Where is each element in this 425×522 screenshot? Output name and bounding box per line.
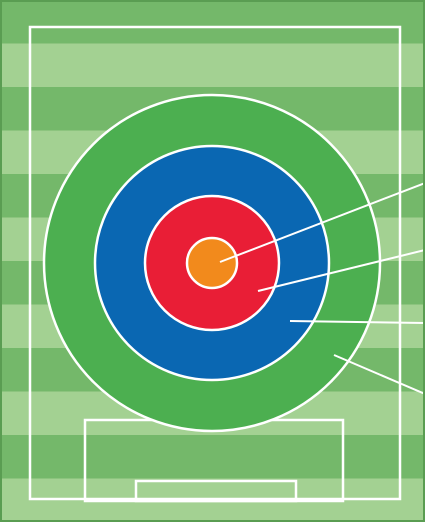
- pitch-stripe: [0, 435, 425, 479]
- pitch-stripe: [0, 44, 425, 88]
- target-ring-center: [187, 238, 237, 288]
- pitch-stripe: [0, 0, 425, 44]
